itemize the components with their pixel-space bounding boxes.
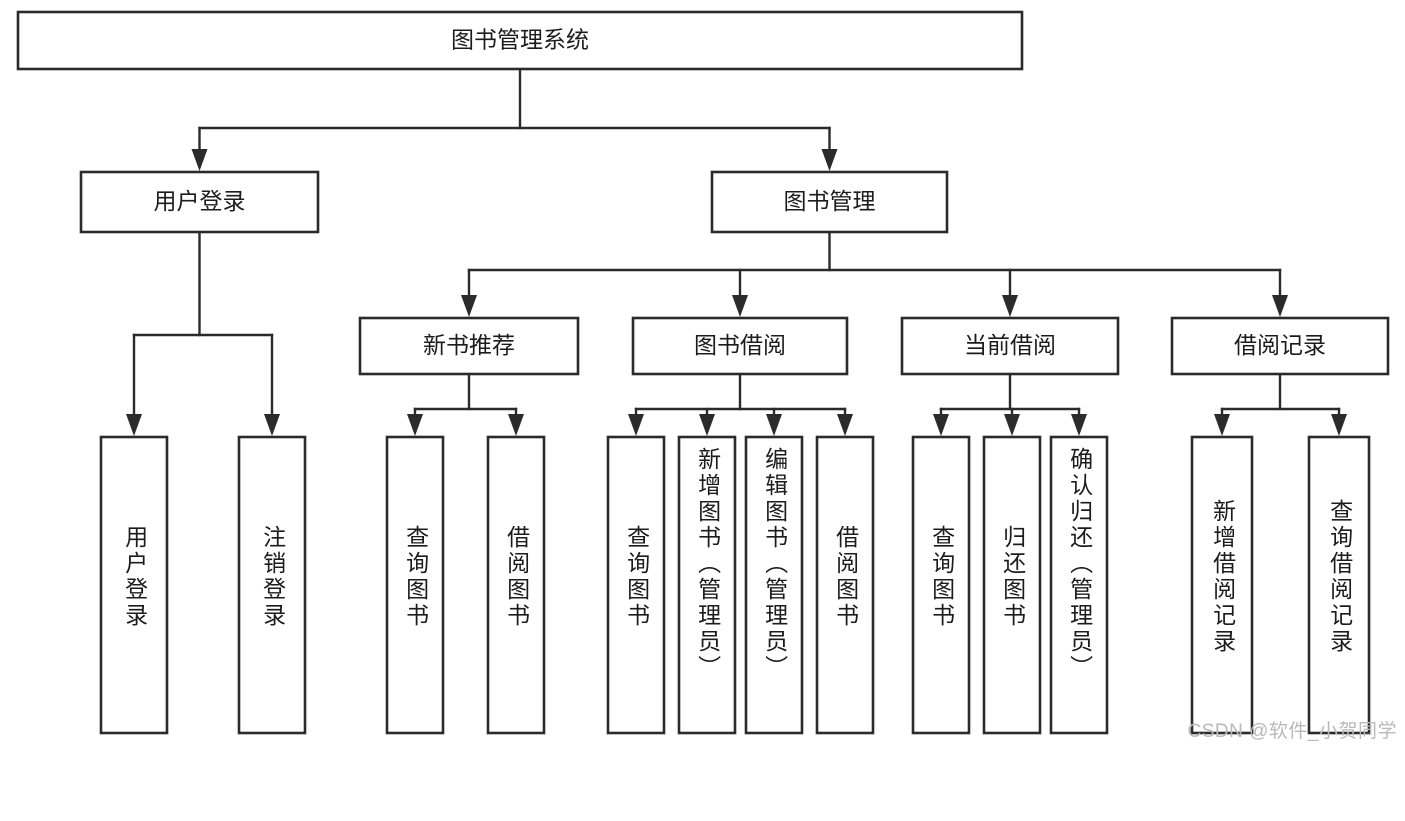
diagram-canvas: 图书管理系统用户登录图书管理新书推荐图书借阅当前借阅借阅记录 用户登录注销登录查…	[16, 10, 1397, 742]
node-box-leaf-add-book[interactable]	[677, 435, 737, 735]
arrow-head-icon	[264, 414, 280, 436]
arrow-head-icon	[461, 295, 477, 317]
arrow-head-icon	[837, 414, 853, 436]
arrow-head-icon	[1214, 414, 1230, 436]
node-box-new-book-recommend[interactable]	[358, 316, 580, 376]
arrow-head-icon	[628, 414, 644, 436]
node-box-leaf-query-record[interactable]	[1307, 435, 1371, 735]
node-box-leaf-query-book-1[interactable]	[385, 435, 445, 735]
arrow-head-icon	[933, 414, 949, 436]
node-box-leaf-borrow-book-2[interactable]	[815, 435, 875, 735]
node-label-book-manage: 图书管理	[784, 188, 876, 214]
node-label-current-borrow: 当前借阅	[964, 332, 1056, 358]
arrow-head-icon	[508, 414, 524, 436]
watermark-text: CSDN @软件_小贺同学	[1187, 721, 1397, 742]
node-box-user-login[interactable]	[79, 170, 320, 234]
node-box-leaf-logout[interactable]	[237, 435, 307, 735]
node-box-leaf-borrow-book-1[interactable]	[486, 435, 546, 735]
node-box-root[interactable]	[16, 10, 1024, 71]
node-box-leaf-return-book[interactable]	[982, 435, 1042, 735]
node-box-leaf-edit-book[interactable]	[744, 435, 804, 735]
node-box-leaf-query-book-3[interactable]	[911, 435, 971, 735]
node-box-book-manage[interactable]	[710, 170, 949, 234]
node-box-leaf-confirm-return[interactable]	[1049, 435, 1109, 735]
arrow-head-icon	[407, 414, 423, 436]
arrow-head-icon	[732, 295, 748, 317]
node-label-new-book-recommend: 新书推荐	[423, 332, 515, 358]
arrow-head-icon	[821, 149, 838, 171]
arrow-head-icon	[1004, 414, 1020, 436]
node-label-book-borrow: 图书借阅	[694, 332, 786, 358]
arrow-head-icon	[191, 149, 208, 171]
arrow-head-icon	[1331, 414, 1347, 436]
node-box-leaf-query-book-2[interactable]	[606, 435, 666, 735]
arrow-head-icon	[1002, 295, 1018, 317]
node-box-borrow-record[interactable]	[1170, 316, 1390, 376]
node-label-borrow-record: 借阅记录	[1234, 332, 1326, 358]
arrow-head-icon	[699, 414, 715, 436]
node-box-current-borrow[interactable]	[900, 316, 1120, 376]
arrow-head-icon	[1071, 414, 1087, 436]
node-label-user-login: 用户登录	[154, 188, 246, 214]
node-label-root: 图书管理系统	[451, 27, 589, 53]
arrow-head-icon	[766, 414, 782, 436]
node-box-leaf-user-login[interactable]	[99, 435, 169, 735]
node-box-book-borrow[interactable]	[631, 316, 849, 376]
node-boxes-layer	[16, 10, 1390, 735]
connector-lines-layer	[126, 67, 1347, 436]
arrow-head-icon	[1272, 295, 1288, 317]
arrow-head-icon	[126, 414, 142, 436]
node-box-leaf-add-record[interactable]	[1190, 435, 1254, 735]
